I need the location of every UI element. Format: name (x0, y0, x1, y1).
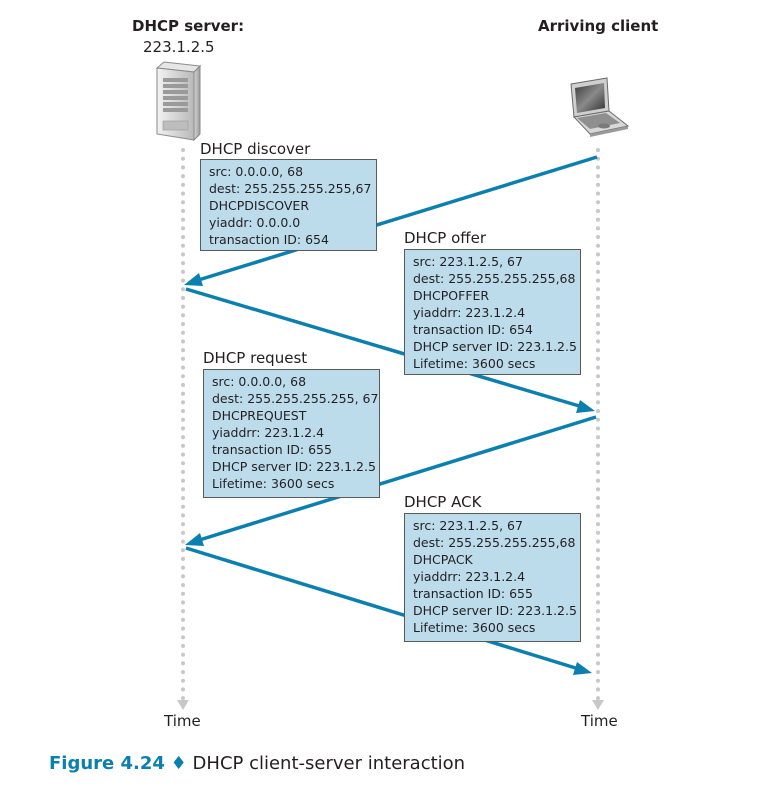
arrowhead-offer (576, 400, 595, 413)
field-src: src: 0.0.0.0, 68 (209, 164, 304, 179)
field-src: src: 223.1.2.5, 67 (413, 518, 523, 533)
arrowhead-ack (573, 662, 592, 675)
message-box: src: 223.1.2.5, 67 dest: 255.255.255.255… (404, 249, 581, 375)
client-time-label: Time (581, 712, 618, 730)
message-box: src: 0.0.0.0, 68 dest: 255.255.255.255, … (203, 369, 380, 498)
field-dest: dest: 255.255.255.255,68 (413, 535, 576, 550)
figure-caption: Figure 4.24 ♦ DHCP client-server interac… (49, 753, 465, 774)
server-title: DHCP server: (132, 17, 245, 35)
field-lifetime: Lifetime: 3600 secs (212, 476, 335, 491)
field-transaction-id: transaction ID: 655 (212, 442, 332, 457)
message-box: src: 0.0.0.0, 68 dest: 255.255.255.255,6… (200, 159, 377, 251)
field-type: DHCPOFFER (413, 288, 490, 303)
arrow-offer (185, 287, 587, 410)
arrowhead-request (185, 533, 204, 546)
field-transaction-id: transaction ID: 654 (413, 322, 533, 337)
message-arrows (184, 155, 598, 675)
message-box: src: 223.1.2.5, 67 dest: 255.255.255.255… (404, 513, 581, 642)
field-type: DHCPACK (413, 552, 473, 567)
field-type: DHCPDISCOVER (209, 198, 310, 213)
arrow-request (192, 415, 597, 544)
field-src: src: 0.0.0.0, 68 (212, 374, 307, 389)
field-yiaddr: yiaddr: 0.0.0.0 (209, 215, 301, 230)
message-request: DHCP request src: 0.0.0.0, 68 dest: 255.… (203, 349, 380, 498)
field-yiaddr: yiaddrr: 223.1.2.4 (413, 305, 526, 320)
field-server-id: DHCP server ID: 223.1.2.5 (413, 603, 577, 618)
field-lifetime: Lifetime: 3600 secs (413, 620, 536, 635)
message-title: DHCP request (203, 349, 308, 367)
field-dest: dest: 255.255.255.255, 67 (212, 391, 379, 406)
client-title: Arriving client (538, 17, 659, 35)
arrow-discover (191, 155, 598, 284)
message-discover: DHCP discover src: 0.0.0.0, 68 dest: 255… (200, 140, 377, 251)
field-server-id: DHCP server ID: 223.1.2.5 (413, 339, 577, 354)
server-address: 223.1.2.5 (143, 38, 215, 56)
message-ack: DHCP ACK src: 223.1.2.5, 67 dest: 255.25… (404, 493, 581, 642)
caption-text: DHCP client-server interaction (192, 753, 466, 774)
field-transaction-id: transaction ID: 654 (209, 232, 329, 247)
arrow-ack (185, 546, 583, 672)
message-offer: DHCP offer src: 223.1.2.5, 67 dest: 255.… (404, 229, 581, 375)
server-tower-icon (155, 61, 202, 142)
field-dest: dest: 255.255.255.255,67 (209, 181, 372, 196)
field-src: src: 223.1.2.5, 67 (413, 254, 523, 269)
field-type: DHCPREQUEST (212, 408, 307, 423)
laptop-icon (570, 77, 630, 137)
caption-separator: ♦ (170, 753, 187, 774)
server-timeline-arrowhead (177, 700, 189, 710)
field-server-id: DHCP server ID: 223.1.2.5 (212, 459, 376, 474)
field-dest: dest: 255.255.255.255,68 (413, 271, 576, 286)
field-lifetime: Lifetime: 3600 secs (413, 356, 536, 371)
arrowhead-discover (184, 273, 203, 286)
server-time-label: Time (164, 712, 201, 730)
client-timeline-arrowhead (592, 700, 604, 710)
field-yiaddr: yiaddrr: 223.1.2.4 (212, 425, 325, 440)
figure-number: Figure 4.24 (49, 753, 165, 774)
message-title: DHCP ACK (404, 493, 482, 511)
message-title: DHCP offer (404, 229, 487, 247)
field-yiaddr: yiaddrr: 223.1.2.4 (413, 569, 526, 584)
message-title: DHCP discover (200, 140, 311, 158)
field-transaction-id: transaction ID: 655 (413, 586, 533, 601)
